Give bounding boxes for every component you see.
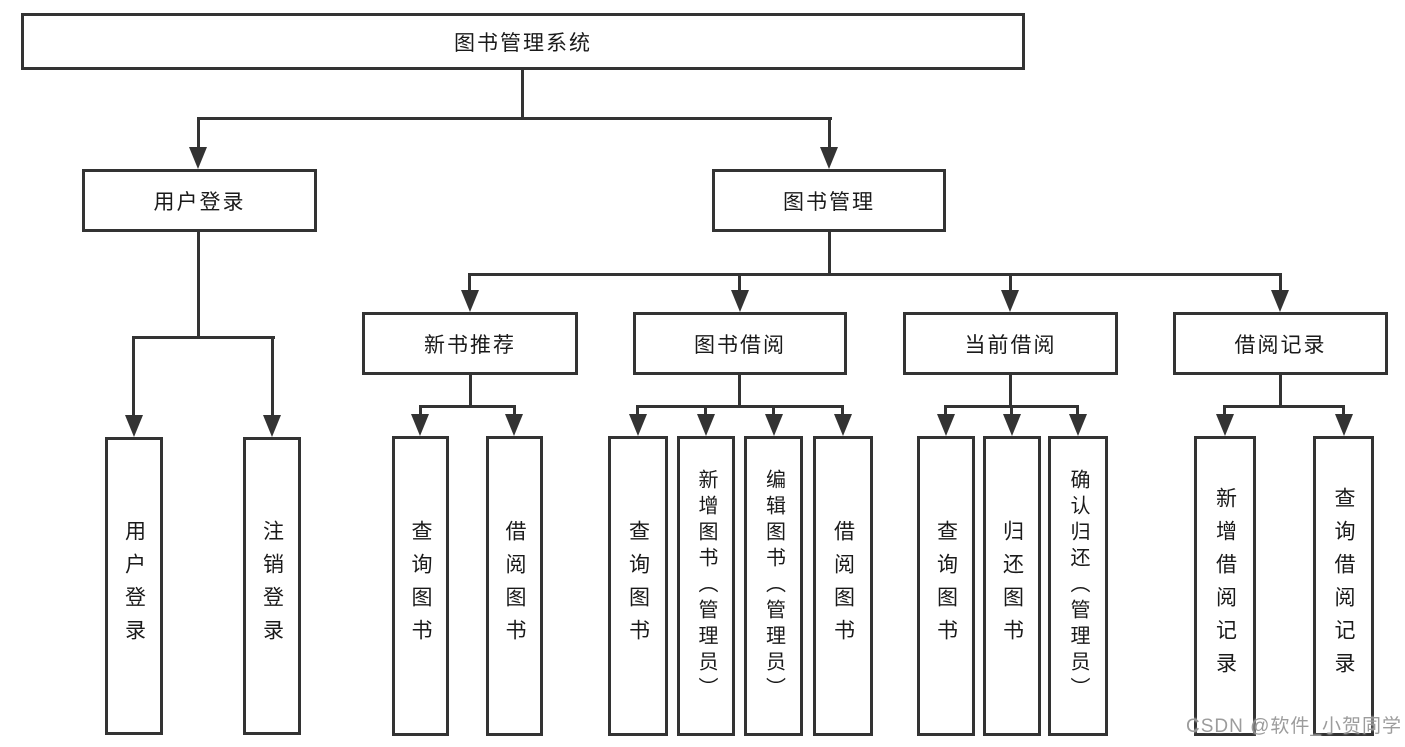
arrowhead-icon bbox=[1069, 414, 1087, 436]
node-new-book-recommend: 新书推荐 bbox=[362, 312, 578, 375]
node-new-book-recommend-label: 新书推荐 bbox=[424, 333, 516, 357]
edge-line bbox=[513, 405, 516, 416]
node-borrowing-records-label: 借阅记录 bbox=[1234, 333, 1327, 357]
edge-line bbox=[1010, 405, 1013, 416]
edge-line bbox=[468, 273, 471, 290]
edge-line bbox=[1223, 405, 1226, 416]
arrowhead-icon bbox=[411, 414, 429, 436]
node-book-management: 图书管理 bbox=[712, 169, 946, 232]
node-user-login-label: 用户登录 bbox=[153, 190, 246, 214]
arrowhead-icon bbox=[697, 414, 715, 436]
leaf-query-books-borrowing-label: 查询图书 bbox=[626, 520, 650, 652]
leaf-borrow-books-borrowing-label: 借阅图书 bbox=[831, 520, 855, 652]
edge-line bbox=[636, 405, 639, 416]
edge-line bbox=[1009, 273, 1012, 290]
arrowhead-icon bbox=[820, 147, 838, 169]
edge-line bbox=[1279, 375, 1282, 405]
edge-line bbox=[132, 336, 275, 339]
leaf-return-books-label: 归还图书 bbox=[1000, 520, 1024, 652]
arrowhead-icon bbox=[937, 414, 955, 436]
arrowhead-icon bbox=[1216, 414, 1234, 436]
edge-line bbox=[197, 117, 832, 120]
leaf-edit-books-admin: 编辑图书（管理员） bbox=[744, 436, 803, 736]
leaf-add-borrow-record-label: 新增借阅记录 bbox=[1213, 487, 1237, 685]
edge-line bbox=[772, 405, 775, 416]
edge-line bbox=[704, 405, 707, 416]
leaf-user-login-label: 用户登录 bbox=[122, 520, 146, 652]
leaf-add-books-admin-label: 新增图书（管理员） bbox=[695, 469, 717, 703]
arrowhead-icon bbox=[461, 290, 479, 312]
edge-line bbox=[738, 375, 741, 405]
edge-line bbox=[944, 405, 947, 416]
edge-line bbox=[132, 336, 135, 415]
arrowhead-icon bbox=[263, 415, 281, 437]
node-root: 图书管理系统 bbox=[21, 13, 1025, 70]
node-user-login: 用户登录 bbox=[82, 169, 317, 232]
edge-line bbox=[738, 273, 741, 290]
node-current-borrowing-label: 当前借阅 bbox=[964, 333, 1057, 357]
edge-line bbox=[1223, 405, 1345, 408]
arrowhead-icon bbox=[834, 414, 852, 436]
node-current-borrowing: 当前借阅 bbox=[903, 312, 1118, 375]
leaf-confirm-return-admin-label: 确认归还（管理员） bbox=[1067, 469, 1089, 703]
leaf-query-books-current-label: 查询图书 bbox=[934, 520, 958, 652]
arrowhead-icon bbox=[1271, 290, 1289, 312]
leaf-logout: 注销登录 bbox=[243, 437, 301, 735]
edge-line bbox=[1076, 405, 1079, 416]
csdn-watermark: CSDN @软件_小贺同学 bbox=[1186, 716, 1402, 737]
leaf-query-borrow-record-label: 查询借阅记录 bbox=[1332, 487, 1355, 685]
arrowhead-icon bbox=[1003, 414, 1021, 436]
leaf-logout-label: 注销登录 bbox=[260, 520, 284, 652]
arrowhead-icon bbox=[125, 415, 143, 437]
node-book-management-label: 图书管理 bbox=[783, 190, 875, 214]
edge-line bbox=[419, 405, 422, 416]
edge-line bbox=[636, 405, 844, 408]
node-borrowing-records: 借阅记录 bbox=[1173, 312, 1388, 375]
arrowhead-icon bbox=[765, 414, 783, 436]
leaf-borrow-books-recommend: 借阅图书 bbox=[486, 436, 543, 736]
leaf-edit-books-admin-label: 编辑图书（管理员） bbox=[762, 469, 785, 703]
leaf-return-books: 归还图书 bbox=[983, 436, 1041, 736]
node-book-borrowing-label: 图书借阅 bbox=[694, 333, 786, 357]
edge-line bbox=[1342, 405, 1345, 416]
leaf-borrow-books-borrowing: 借阅图书 bbox=[813, 436, 873, 736]
edge-line bbox=[828, 232, 831, 273]
arrowhead-icon bbox=[629, 414, 647, 436]
edge-line bbox=[197, 232, 200, 336]
edge-line bbox=[419, 405, 516, 408]
edge-line bbox=[271, 336, 274, 415]
leaf-add-borrow-record: 新增借阅记录 bbox=[1194, 436, 1256, 736]
leaf-query-books-recommend: 查询图书 bbox=[392, 436, 449, 736]
edge-line bbox=[469, 375, 472, 405]
leaf-query-borrow-record: 查询借阅记录 bbox=[1313, 436, 1374, 736]
arrowhead-icon bbox=[1001, 290, 1019, 312]
edge-line bbox=[521, 70, 524, 117]
leaf-borrow-books-recommend-label: 借阅图书 bbox=[503, 520, 526, 652]
leaf-query-books-borrowing: 查询图书 bbox=[608, 436, 668, 736]
arrowhead-icon bbox=[189, 147, 207, 169]
node-root-label: 图书管理系统 bbox=[454, 31, 592, 55]
leaf-add-books-admin: 新增图书（管理员） bbox=[677, 436, 735, 736]
edge-line bbox=[841, 405, 844, 416]
edge-line bbox=[1279, 273, 1282, 290]
leaf-query-books-recommend-label: 查询图书 bbox=[409, 520, 432, 652]
node-book-borrowing: 图书借阅 bbox=[633, 312, 847, 375]
edge-line bbox=[468, 273, 1282, 276]
arrowhead-icon bbox=[731, 290, 749, 312]
leaf-confirm-return-admin: 确认归还（管理员） bbox=[1048, 436, 1108, 736]
arrowhead-icon bbox=[1335, 414, 1353, 436]
arrowhead-icon bbox=[505, 414, 523, 436]
edge-line bbox=[1009, 375, 1012, 405]
leaf-user-login: 用户登录 bbox=[105, 437, 163, 735]
edge-line bbox=[197, 117, 200, 147]
leaf-query-books-current: 查询图书 bbox=[917, 436, 975, 736]
edge-line bbox=[828, 117, 831, 147]
